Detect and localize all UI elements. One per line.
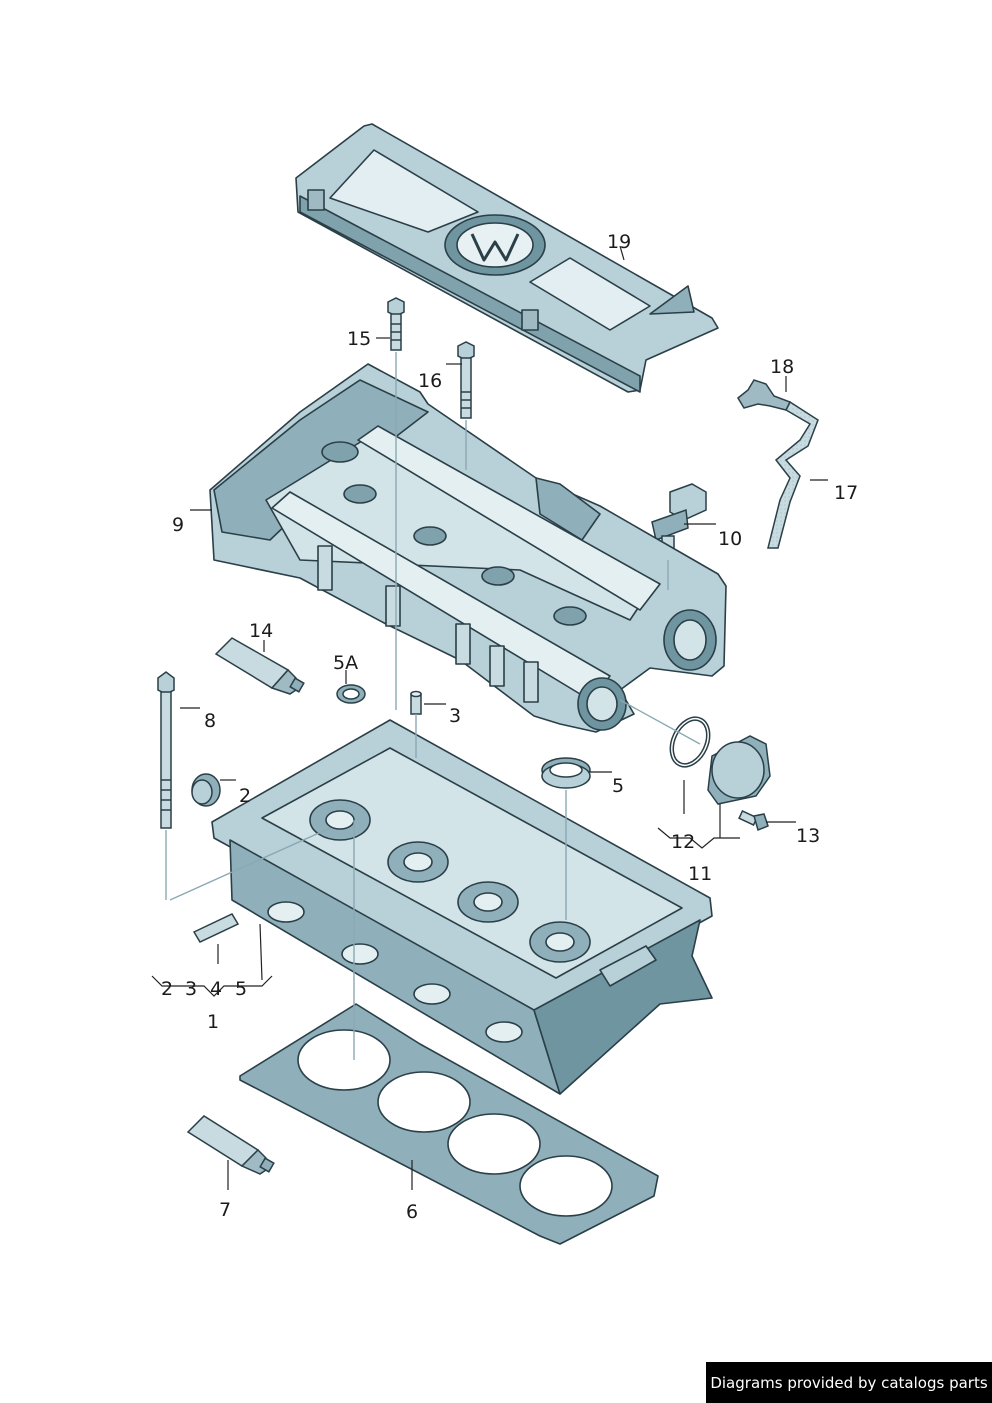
seal-ring-part-5 [541,757,591,789]
callout-3: 3 [449,705,462,727]
callout-18: 18 [770,356,795,378]
callout-5: 5 [612,775,625,797]
cylinder-head-part-1 [211,719,713,1095]
callout-11: 11 [688,863,713,885]
callout-19: 19 [607,231,632,253]
hose-connector-part-18 [737,379,792,411]
sealant-tube-part-7 [186,1115,275,1175]
o-ring-part-12 [669,716,711,768]
seal-ring-part-5a [336,684,366,704]
dowel-pin-part-3 [410,690,422,715]
bolt-part-16 [457,341,475,419]
callout-1: 1 [207,1011,220,1033]
cover-plate-part-11 [707,735,771,805]
credit-banner: Diagrams provided by catalogs parts [706,1362,992,1403]
group-callout-4: 4 [210,978,223,1000]
callout-14: 14 [249,620,274,642]
assembly-center-lines [165,352,701,1060]
group-callout-5: 5 [235,978,248,1000]
group-callout-2: 2 [161,978,174,1000]
callout-16: 16 [418,370,443,392]
bolt-part-15 [387,297,405,351]
callout-7: 7 [219,1199,232,1221]
vent-hose-part-17 [767,400,819,549]
stud-bolt [192,913,240,943]
callout-6: 6 [406,1201,419,1223]
callout-9: 9 [172,514,185,536]
callout-15: 15 [347,328,372,350]
bolt-part-13 [738,809,769,832]
leader-lines [151,245,828,1190]
cylinder-head-bolt-part-8 [157,671,175,829]
head-gasket-part-6 [239,1003,659,1245]
callout-2: 2 [239,785,252,807]
callout-5a: 5A [333,652,359,674]
callout-17: 17 [834,482,859,504]
callout-8: 8 [204,710,217,732]
group-callout-3: 3 [185,978,198,1000]
engine-cover-part-19 [295,123,719,393]
callout-12: 12 [671,831,696,853]
sealant-tube-part-14 [214,637,305,695]
callout-13: 13 [796,825,821,847]
sealing-plug-part-2 [191,773,221,807]
camshaft-housing-part-9 [209,363,727,733]
callout-10: 10 [718,528,743,550]
